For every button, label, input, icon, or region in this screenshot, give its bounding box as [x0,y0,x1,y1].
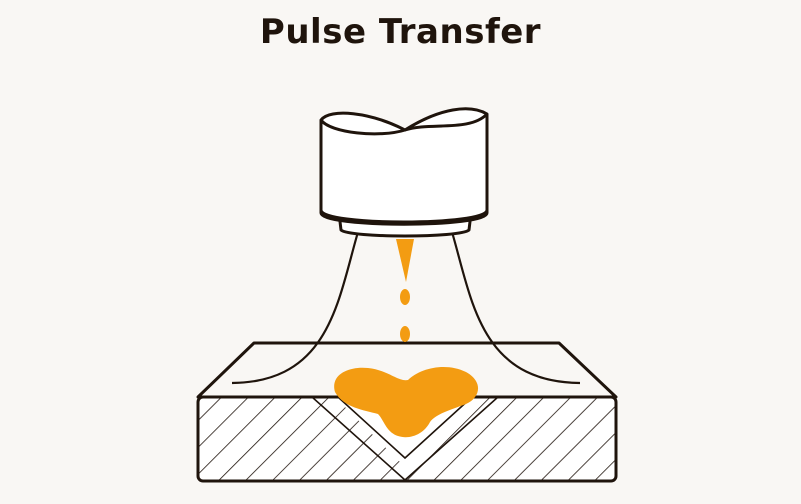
metal-droplet-icon [396,239,414,342]
page-title: Pulse Transfer [259,12,542,52]
arc-cone [231,231,581,385]
welding-torch-icon [319,107,489,238]
weld-pool-icon [334,366,479,438]
